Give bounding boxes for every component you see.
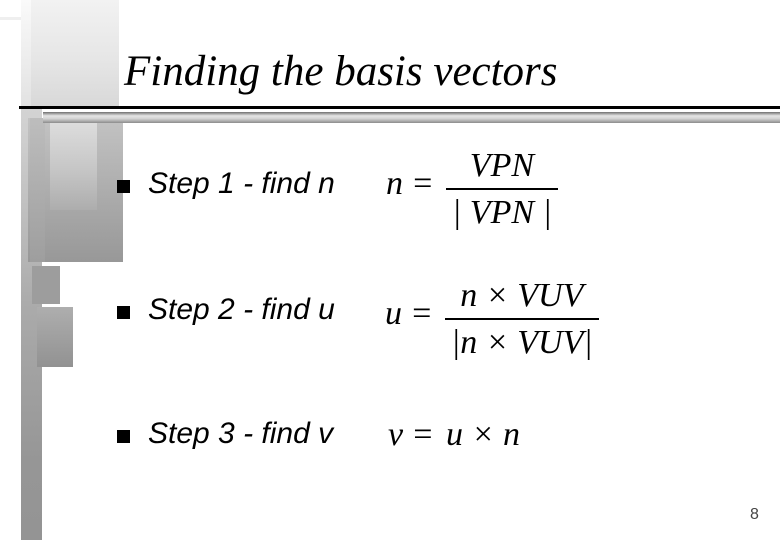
formula2-equals: = [410,294,433,332]
formula-step3: v = u × n [388,415,520,454]
bullet-item-step1: Step 1 - find n [117,166,335,201]
formula3-equals: = [411,416,435,453]
page-number: 8 [750,506,759,523]
decor-mid-inner-block [50,120,97,210]
formula1-denominator: | VPN | [451,194,552,232]
formula2-numerator: n × VUV [444,276,599,321]
title-underline-rule [19,106,780,109]
title-underline-3d-bar [43,112,780,123]
formula1-lhs: n [386,164,403,202]
decor-lower-block-1 [32,266,60,304]
formula-step1: n = VPN | VPN | [386,146,558,232]
decor-top-gradient-block [21,0,119,107]
formula1-fraction: VPN | VPN | [445,146,558,232]
formula2-denominator: |n × VUV| [450,324,593,362]
bullet-item-step3: Step 3 - find v [117,416,333,451]
bullet-square-icon [117,306,130,319]
formula1-lhs-group: n = [386,164,444,203]
bullet-square-icon [117,180,130,193]
formula3-lhs: v [388,416,404,453]
formula2-fraction: n × VUV |n × VUV| [444,276,599,362]
bullet-label-step3: Step 3 - find v [148,417,334,450]
formula-step2: u = n × VUV |n × VUV| [385,276,599,362]
formula3-rhs: u × n [446,416,520,453]
decor-top-left-strip [21,0,31,107]
bullet-square-icon [117,430,130,443]
slide-title: Finding the basis vectors [124,48,558,95]
formula1-equals: = [411,164,434,202]
formula2-lhs-group: u = [385,294,443,333]
formula1-numerator: VPN [445,146,558,191]
decor-top-tick [0,17,30,20]
decor-mid-left-strip [30,118,45,262]
decor-lower-block-2 [37,307,73,367]
formula2-lhs: u [385,294,402,332]
bullet-label-step1: Step 1 - find n [148,167,335,200]
bullet-label-step2: Step 2 - find u [148,293,335,326]
bullet-item-step2: Step 2 - find u [117,292,335,327]
